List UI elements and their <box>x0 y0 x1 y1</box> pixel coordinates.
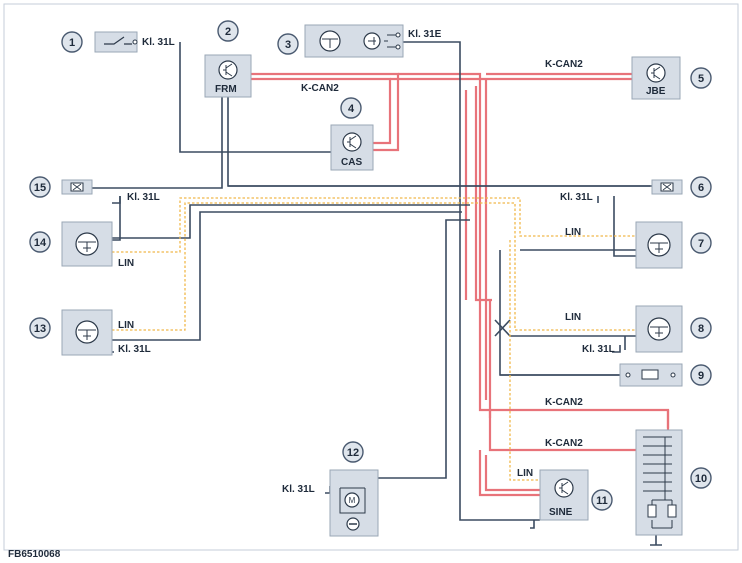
wire-comp14 <box>112 196 470 241</box>
lin-label-7: LIN <box>565 227 581 238</box>
callout-7: 7 <box>690 232 712 254</box>
lin-label-8: LIN <box>565 312 581 323</box>
component-6-fuse <box>651 179 683 195</box>
component-jbe <box>631 56 681 100</box>
kl31l-label-6: Kl. 31L <box>560 192 593 203</box>
component-8-sensor <box>635 305 683 353</box>
callout-6-label: 6 <box>698 182 704 194</box>
k-can2-bus-main <box>390 72 670 430</box>
callout-5-label: 5 <box>698 73 704 85</box>
callout-15: 15 <box>29 176 51 198</box>
k-can2-bus-junction <box>488 410 670 428</box>
wiring <box>88 41 670 546</box>
component-12-motor: M <box>329 469 379 537</box>
callout-10-label: 10 <box>695 473 707 485</box>
callout-7-label: 7 <box>698 238 704 250</box>
component-13-sensor <box>61 309 113 356</box>
k-can2-label-mid: K-CAN2 <box>545 397 583 408</box>
wire-comp13 <box>112 211 462 341</box>
lin-bus-14 <box>112 197 636 253</box>
component-14-sensor <box>61 221 113 267</box>
figure-code: FB6510068 <box>8 549 61 560</box>
lin-label-14: LIN <box>118 258 134 269</box>
callout-15-label: 15 <box>34 182 46 194</box>
callout-4-label: 4 <box>348 103 355 115</box>
wire-comp12 <box>378 219 470 479</box>
k-can2-bus-frm-cas <box>250 72 400 152</box>
component-15-fuse <box>61 179 93 195</box>
callout-9-label: 9 <box>698 370 704 382</box>
lin-bus-13 <box>112 202 636 331</box>
jbe-label: JBE <box>646 86 666 97</box>
callout-8-label: 8 <box>698 323 704 335</box>
component-9-fuse <box>619 363 683 387</box>
callout-14: 14 <box>29 231 51 253</box>
k-can2-bus-sine <box>464 86 636 452</box>
callout-1: 1 <box>61 31 83 53</box>
component-10-connector <box>635 429 683 536</box>
cas-label: CAS <box>341 157 362 168</box>
callout-12-label: 12 <box>347 447 359 459</box>
wire-switch1 <box>179 42 331 153</box>
callout-10: 10 <box>690 467 712 489</box>
callout-3-label: 3 <box>285 39 291 51</box>
lin-bus-sine <box>509 240 540 481</box>
callout-12: 12 <box>342 441 364 463</box>
callout-13-label: 13 <box>34 323 46 335</box>
kl31l-label-13: Kl. 31L <box>118 344 151 355</box>
callout-9: 9 <box>690 364 712 386</box>
lin-label-sine: LIN <box>517 468 533 479</box>
diagram-frame <box>3 3 739 551</box>
kl31l-label-12: Kl. 31L <box>282 484 315 495</box>
callout-2: 2 <box>217 20 239 42</box>
callout-1-label: 1 <box>69 37 75 49</box>
wire-comp3 <box>403 41 540 521</box>
callout-11: 11 <box>591 489 613 511</box>
callout-4: 4 <box>340 97 362 119</box>
callout-2-label: 2 <box>225 26 231 38</box>
svg-text:M: M <box>349 496 356 505</box>
sine-label: SINE <box>549 507 573 518</box>
kl31l-label-8: Kl. 31L <box>582 344 615 355</box>
k-can2-label-right: K-CAN2 <box>545 59 583 70</box>
k-can2-label-low: K-CAN2 <box>545 438 583 449</box>
callout-11-label: 11 <box>596 495 608 507</box>
component-7-sensor <box>635 221 683 269</box>
callout-13: 13 <box>29 317 51 339</box>
frm-label: FRM <box>215 84 237 95</box>
component-3 <box>304 24 404 58</box>
component-cas <box>330 124 374 171</box>
kl31e-label: Kl. 31E <box>408 29 442 40</box>
callout-6: 6 <box>690 176 712 198</box>
component-sine <box>539 469 589 521</box>
callout-14-label: 14 <box>34 237 47 249</box>
component-frm <box>204 54 252 98</box>
k-can2-label-top: K-CAN2 <box>301 83 339 94</box>
callout-8: 8 <box>690 317 712 339</box>
callout-3: 3 <box>277 33 299 55</box>
kl31l-label-1: Kl. 31L <box>142 37 175 48</box>
callout-5: 5 <box>690 67 712 89</box>
component-1-switch <box>94 31 138 53</box>
kl31l-label-15: Kl. 31L <box>127 192 160 203</box>
lin-label-13: LIN <box>118 320 134 331</box>
